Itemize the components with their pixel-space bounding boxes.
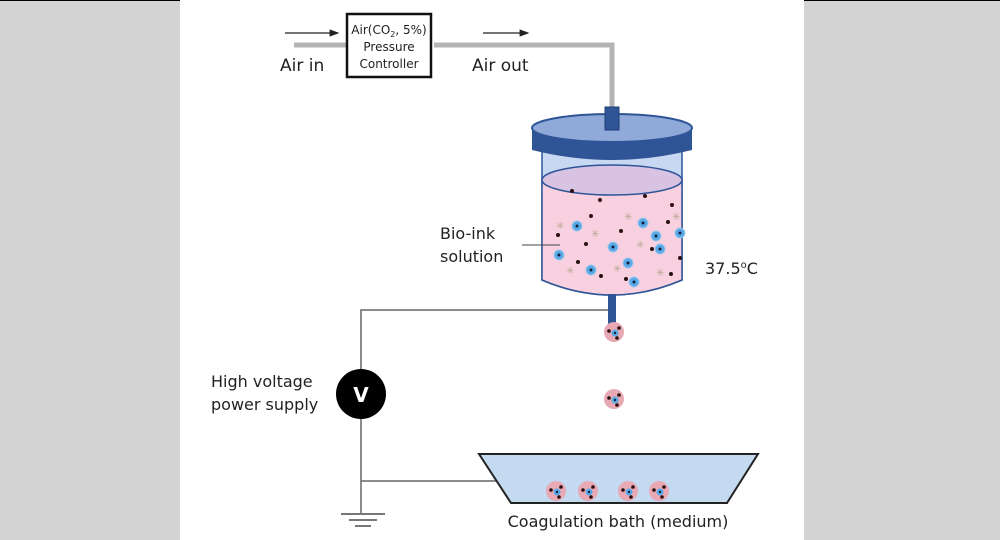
- air-inlet-nozzle: [604, 106, 620, 131]
- diagram-canvas: Air(CO2, 5%) Pressure Controller Air in …: [180, 0, 804, 540]
- bioink-cells: ✳ ✳ ✳ ✳ ✳ ✳ ✳ ✳: [553, 189, 686, 288]
- droplet: [604, 322, 624, 342]
- right-margin-panel: [804, 1, 1000, 540]
- bioink-surface: [541, 164, 683, 196]
- controller-line3: Controller: [359, 57, 418, 71]
- controller-line1: Air(CO2, 5%): [351, 23, 426, 39]
- controller-line2: Pressure: [363, 40, 414, 54]
- bioink-label-line1: Bio-ink: [440, 224, 496, 243]
- bioink-reservoir: [531, 106, 693, 324]
- ground-icon: [341, 513, 385, 527]
- particle-dot: [669, 272, 673, 276]
- pressure-controller-box: Air(CO2, 5%) Pressure Controller: [345, 12, 433, 79]
- coagulation-bath-label: Coagulation bath (medium): [508, 512, 729, 531]
- particle-dot: [556, 233, 560, 237]
- coagulation-bath: [477, 453, 760, 504]
- electrospray-bioprinting-diagram: Air(CO2, 5%) Pressure Controller Air in …: [211, 12, 760, 531]
- temperature-label: 37.5oC: [705, 259, 758, 278]
- particle-star: ✳: [556, 221, 564, 232]
- circuit-wires: [360, 309, 608, 514]
- particle-star: ✳: [613, 264, 621, 275]
- air-out-label: Air out: [472, 56, 529, 76]
- cell-icon: [585, 264, 597, 276]
- particle-dot: [598, 198, 602, 202]
- droplet: [546, 481, 566, 501]
- particle-dot: [570, 189, 574, 193]
- particle-dot: [584, 242, 588, 246]
- droplet: [578, 481, 598, 501]
- particle-star: ✳: [636, 240, 644, 251]
- particle-dot: [678, 256, 682, 260]
- droplet: [618, 481, 638, 501]
- voltmeter-icon: V: [336, 369, 386, 419]
- particle-dot: [624, 277, 628, 281]
- particle-dot: [643, 194, 647, 198]
- particle-dot: [619, 229, 623, 233]
- particle-star: ✳: [566, 266, 574, 277]
- particle-star: ✳: [672, 212, 680, 223]
- power-supply-label-line2: power supply: [211, 395, 318, 414]
- particle-star: ✳: [591, 229, 599, 240]
- air-pipe: [294, 42, 615, 110]
- cell-icon: [628, 276, 640, 288]
- power-supply-label-line1: High voltage: [211, 372, 313, 391]
- particle-dot: [666, 220, 670, 224]
- top-border-right: [804, 0, 1000, 1]
- bioink-fluid: [541, 179, 683, 296]
- particle-star: ✳: [624, 212, 632, 223]
- particle-dot: [650, 247, 654, 251]
- droplet: [649, 481, 669, 501]
- top-border-left: [0, 0, 180, 1]
- bioink-label-line2: solution: [440, 247, 503, 266]
- particle-dot: [576, 260, 580, 264]
- droplets: [546, 322, 669, 501]
- droplet: [604, 389, 624, 409]
- particle-dot: [589, 214, 593, 218]
- cell-icon: [650, 230, 662, 242]
- cell-icon: [571, 220, 583, 232]
- particle-star: ✳: [656, 268, 664, 279]
- outlet-nozzle: [608, 294, 616, 324]
- cell-icon: [674, 227, 686, 239]
- cell-icon: [622, 257, 634, 269]
- cell-icon: [654, 243, 666, 255]
- cell-icon: [607, 241, 619, 253]
- particle-dot: [599, 274, 603, 278]
- cell-icon: [553, 249, 565, 261]
- air-in-label: Air in: [280, 56, 324, 76]
- left-margin-panel: [0, 1, 180, 540]
- cell-icon: [637, 217, 649, 229]
- voltmeter-symbol: V: [353, 383, 369, 407]
- particle-dot: [670, 203, 674, 207]
